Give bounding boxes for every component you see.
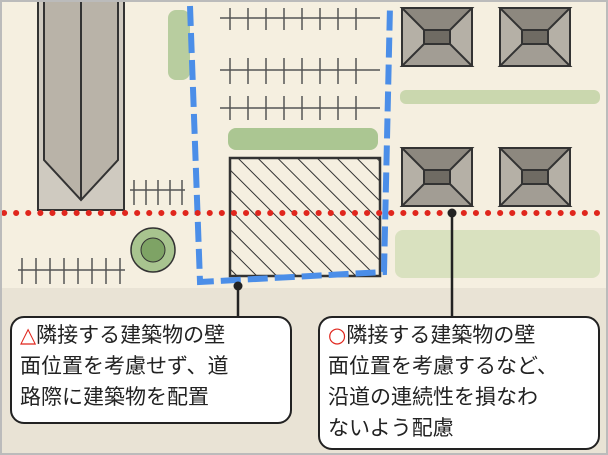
callout-bad-example: △隣接する建築物の壁 面位置を考慮せず、道 路際に建築物を配置 — [10, 316, 292, 424]
front-garden-right — [395, 230, 600, 278]
leader-right — [447, 208, 457, 318]
right-houses — [399, 7, 573, 207]
callout-right-line-1: ○隣接する建築物の壁 — [328, 323, 536, 347]
house-1 — [399, 7, 475, 67]
callout-right-line-3: 沿道の連続性を損なわ — [328, 385, 538, 409]
house-4 — [497, 147, 573, 207]
callout-left-line-3: 路際に建築物を配置 — [20, 385, 209, 409]
left-building — [37, 0, 125, 211]
house-3 — [399, 147, 475, 207]
circle-ok-icon: ○ — [328, 323, 347, 347]
hedge-site — [228, 128, 378, 150]
callout-good-example: ○隣接する建築物の壁 面位置を考慮するなど、 沿道の連続性を損なわ ないよう配慮 — [318, 316, 600, 450]
callout-right-line-4: ないよう配慮 — [328, 416, 454, 440]
hedge-left — [168, 10, 190, 80]
hedge-right — [400, 90, 600, 104]
site-fence — [220, 8, 380, 120]
house-2 — [497, 7, 573, 67]
tree — [130, 227, 176, 273]
site-boundary — [187, 5, 393, 286]
callout-left-line-2: 面位置を考慮せず、道 — [20, 354, 229, 378]
leader-left — [233, 281, 243, 318]
callout-right-line-2: 面位置を考慮するなど、 — [328, 354, 558, 378]
callout-left-line-1: △隣接する建築物の壁 — [20, 323, 226, 347]
triangle-warning-icon: △ — [20, 323, 37, 347]
hatched-building — [228, 156, 382, 278]
left-fence-top — [130, 180, 185, 205]
left-fence-bottom — [18, 258, 125, 284]
